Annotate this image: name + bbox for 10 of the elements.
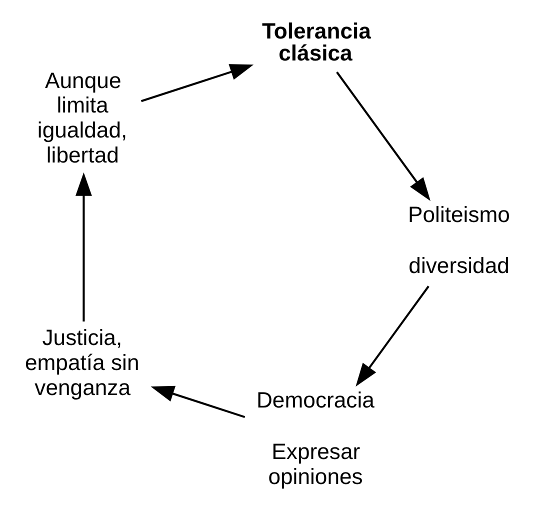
- arrow: [356, 286, 430, 387]
- node-text: Tolerancia clásica: [262, 18, 371, 66]
- arrow: [75, 172, 92, 322]
- node-text: Democracia Expresar opiniones: [256, 387, 374, 489]
- node-text: Justicia, empatía sin venganza: [24, 325, 140, 400]
- arrow: [140, 64, 254, 102]
- node-text: Politeismo diversidad: [408, 202, 510, 278]
- arrow: [150, 386, 246, 418]
- node-text: Aunque limita igualdad, libertad: [37, 68, 128, 168]
- arrow: [336, 72, 430, 201]
